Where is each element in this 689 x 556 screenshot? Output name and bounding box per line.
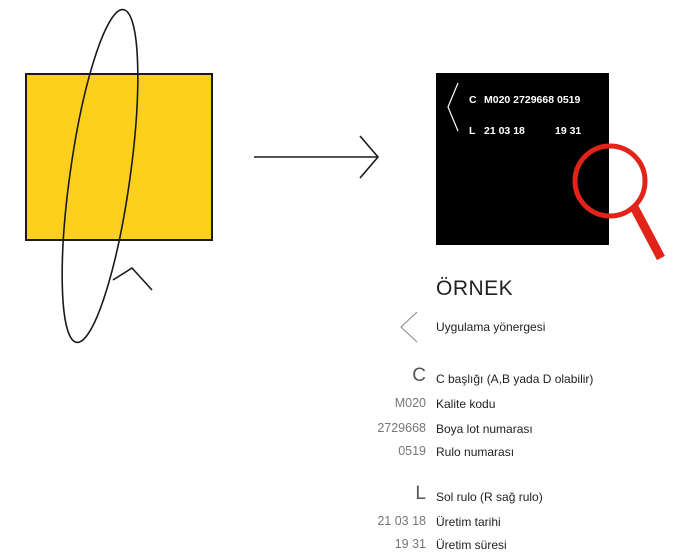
- legend-desc-lot: Boya lot numarası: [436, 422, 533, 436]
- legend-desc-date: Üretim tarihi: [436, 515, 501, 529]
- rotation-arrowhead-bottom: [112, 266, 153, 291]
- chevron-icon: [447, 82, 459, 132]
- arrow-head: [359, 135, 380, 179]
- legend-code-roll: 0519: [398, 444, 426, 458]
- legend-desc-quality: Kalite kodu: [436, 397, 496, 411]
- legend-desc-time: Üretim süresi: [436, 538, 507, 552]
- legend-code-lot: 2729668: [377, 421, 426, 435]
- legend-code-quality: M020: [394, 396, 426, 410]
- legend-code-l: L: [415, 483, 426, 504]
- legend-code-c: C: [412, 365, 426, 386]
- legend-code-date: 21 03 18: [377, 514, 426, 528]
- panel-line2-time: 19 31: [555, 125, 582, 137]
- legend-desc-roll: Rulo numarası: [436, 445, 515, 459]
- legend-desc-c: C başlığı (A,B yada D olabilir): [436, 372, 594, 386]
- panel-line1-letter: C: [469, 94, 477, 106]
- example-title: ÖRNEK: [436, 277, 514, 300]
- legend-desc-l: Sol rulo (R sağ rulo): [436, 490, 543, 504]
- panel-line1-codes: M020 2729668 0519: [484, 94, 581, 106]
- legend-code-time: 19 31: [394, 537, 426, 551]
- panel-line2-date: 21 03 18: [484, 125, 525, 137]
- panel-line2-letter: L: [469, 125, 476, 137]
- rotation-ellipse: [61, 8, 139, 344]
- legend-desc-chevron: Uygulama yönergesi: [436, 320, 546, 334]
- yellow-square: [25, 73, 213, 241]
